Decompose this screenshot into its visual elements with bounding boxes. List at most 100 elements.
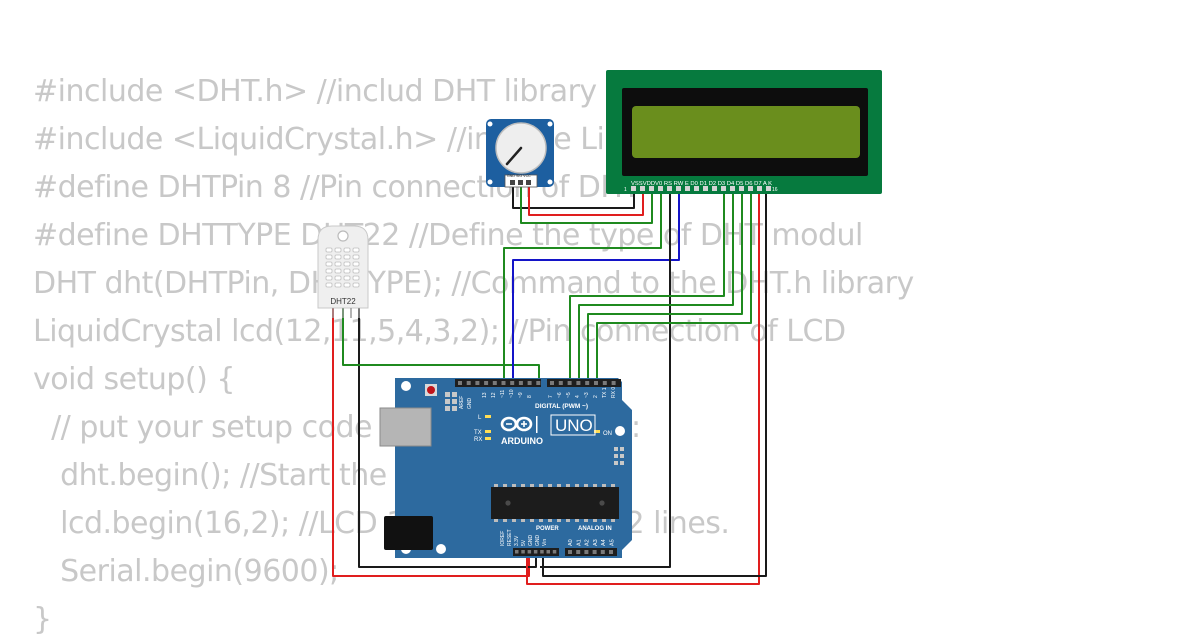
digital-pin-label: 2	[593, 395, 599, 398]
header-hole	[540, 550, 544, 554]
dht-vent	[334, 254, 342, 260]
power-pin-label: IOREF	[500, 531, 506, 546]
icsp-pin	[614, 447, 618, 451]
lcd-pin	[640, 186, 645, 191]
wire-lcd-d5	[578, 190, 734, 382]
model-label: UNO	[555, 416, 593, 435]
header-hole	[594, 381, 598, 385]
dht-vent	[334, 261, 342, 267]
wire-pot-vcc	[528, 186, 644, 216]
code-line: }	[33, 602, 52, 637]
brand-label: ARDUINO	[501, 436, 543, 446]
digital-header-left	[455, 379, 541, 387]
chip-pins	[494, 484, 615, 522]
digital-pin-label: ~6	[557, 392, 563, 398]
led-rx-label: RX	[474, 437, 482, 443]
bottom-pin-holes	[515, 550, 613, 554]
potentiometer[interactable]: GND SIG VCC	[486, 119, 554, 188]
lcd-pin-labels: VSSVDDV0 RS RW E D0 D1 D2 D3 D4 D5 D6 D7…	[631, 181, 772, 187]
header-hole	[510, 381, 515, 385]
dht-vent-grid	[325, 247, 360, 288]
power-jack	[384, 516, 433, 550]
header-hole	[611, 381, 616, 385]
dht-vent	[325, 268, 333, 274]
header-hole	[567, 381, 572, 385]
dht-vent	[334, 268, 342, 274]
dht-vent	[325, 282, 333, 288]
wire-dht-vcc	[332, 305, 530, 577]
analog-header-label: ANALOG IN	[578, 526, 612, 532]
wire-lcd-d4	[569, 190, 725, 382]
digital-pin-label: ~5	[566, 392, 572, 398]
wire-lcd-d7	[596, 190, 752, 382]
wire-lcd-rw	[540, 190, 671, 568]
dht-vent	[343, 282, 351, 288]
analog-pin-label: A2	[585, 539, 591, 546]
wire-lcd-k	[542, 190, 767, 577]
dht-vent	[334, 247, 342, 253]
digital-pin-label: ~3	[584, 392, 590, 398]
analog-pin-label: A1	[576, 539, 582, 546]
header-hole	[609, 550, 613, 554]
icsp-pin	[620, 461, 624, 465]
analog-pin-label: A3	[593, 539, 599, 546]
code-line: #include <DHT.h> //includ DHT library	[33, 74, 597, 109]
dht-vent	[352, 282, 360, 288]
lcd-pin	[667, 186, 672, 191]
icsp-pin	[614, 461, 618, 465]
digital-pin-label: 13	[482, 392, 488, 398]
lcd-pin	[712, 186, 717, 191]
wire-pot-sig	[520, 186, 653, 224]
power-pin-label: 5V	[521, 539, 527, 546]
header-hole	[576, 550, 581, 554]
pot-pin-labels: GND SIG VCC	[507, 174, 531, 178]
header-hole	[602, 381, 607, 385]
header-hole	[585, 381, 590, 385]
power-pin-label: Vin	[542, 539, 548, 546]
header-hole	[466, 381, 471, 385]
header-hole	[527, 550, 532, 554]
header-hole	[458, 381, 462, 385]
code-line: #define DHTTYPE DHT22 //Define the type …	[33, 218, 863, 253]
header-hole	[536, 381, 541, 385]
dht-vent	[325, 261, 333, 267]
analog-pin-label: A4	[601, 539, 607, 546]
digital-pin-label: 12	[491, 392, 497, 398]
knob-indicator	[505, 146, 523, 166]
power-pin-label: GND	[535, 535, 541, 547]
lcd-pin	[739, 186, 744, 191]
wire-dht-data	[342, 305, 540, 382]
icsp-pin	[620, 454, 624, 458]
icsp-pin	[614, 454, 618, 458]
lcd-pin	[748, 186, 753, 191]
lcd-pin	[721, 186, 726, 191]
wire-lcd-d6	[587, 190, 743, 382]
wire-lcd-e	[512, 190, 680, 382]
header-hole	[576, 381, 581, 385]
lcd-screen	[632, 106, 860, 158]
led-on-label: ON	[603, 431, 612, 437]
led-l-label: L	[478, 415, 482, 421]
digital-pin-label: RX 0	[611, 387, 617, 398]
dht-vent	[352, 275, 360, 281]
gnd-label: GND	[467, 398, 473, 410]
icsp-pin	[445, 392, 450, 397]
header-hole	[518, 381, 523, 385]
code-line: #define DHTPin 8 //Pin connection of DHT	[33, 170, 641, 205]
digital-pin-holes	[458, 381, 616, 385]
dht-vent	[352, 268, 360, 274]
header-hole	[568, 550, 572, 554]
header-hole	[592, 550, 597, 554]
dht22-sensor[interactable]: DHT22	[317, 225, 369, 318]
lcd-pin-row	[631, 186, 771, 191]
digital-header-right	[547, 379, 621, 387]
lcd-display[interactable]: VSSVDDV0 RS RW E D0 D1 D2 D3 D4 D5 D6 D7…	[606, 70, 882, 194]
dht-vent	[343, 275, 351, 281]
dht-vent	[325, 247, 333, 253]
digital-pin-label: 8	[527, 395, 533, 398]
lcd-pin	[685, 186, 690, 191]
dht-vent	[343, 261, 351, 267]
dht-label: DHT22	[330, 297, 356, 306]
